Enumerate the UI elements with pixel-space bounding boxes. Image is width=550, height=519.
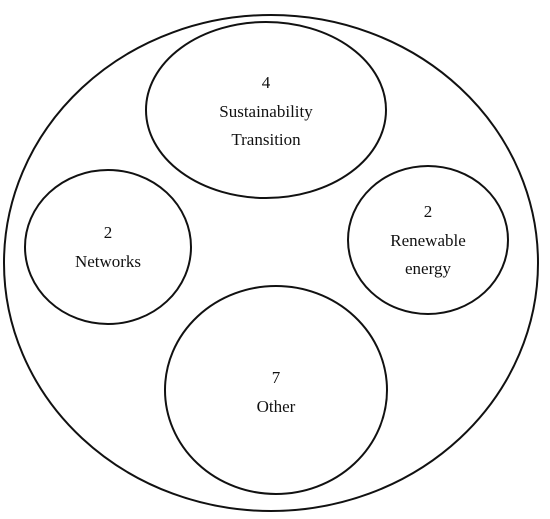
count-other: 7 <box>272 368 281 387</box>
group-renewable-energy: 2 Renewable energy <box>347 165 509 315</box>
group-networks: 2 Networks <box>24 169 192 325</box>
label-renewable-energy-line1: Renewable <box>390 231 466 250</box>
count-networks: 2 <box>104 223 113 242</box>
group-sustainability-transition: 4 Sustainability Transition <box>145 21 387 199</box>
label-other: Other <box>257 397 296 416</box>
label-sustainability-transition-line1: Sustainability <box>219 102 313 121</box>
label-sustainability-transition-line2: Transition <box>231 130 301 149</box>
circle-networks <box>24 169 192 325</box>
circle-renewable-energy <box>347 165 509 315</box>
circle-sustainability-transition <box>145 21 387 199</box>
group-other: 7 Other <box>164 285 388 495</box>
count-sustainability-transition: 4 <box>262 73 271 92</box>
count-renewable-energy: 2 <box>424 202 433 221</box>
outer-circle <box>3 14 539 512</box>
label-networks: Networks <box>75 252 141 271</box>
label-renewable-energy-line2: energy <box>405 259 451 278</box>
circle-other <box>164 285 388 495</box>
